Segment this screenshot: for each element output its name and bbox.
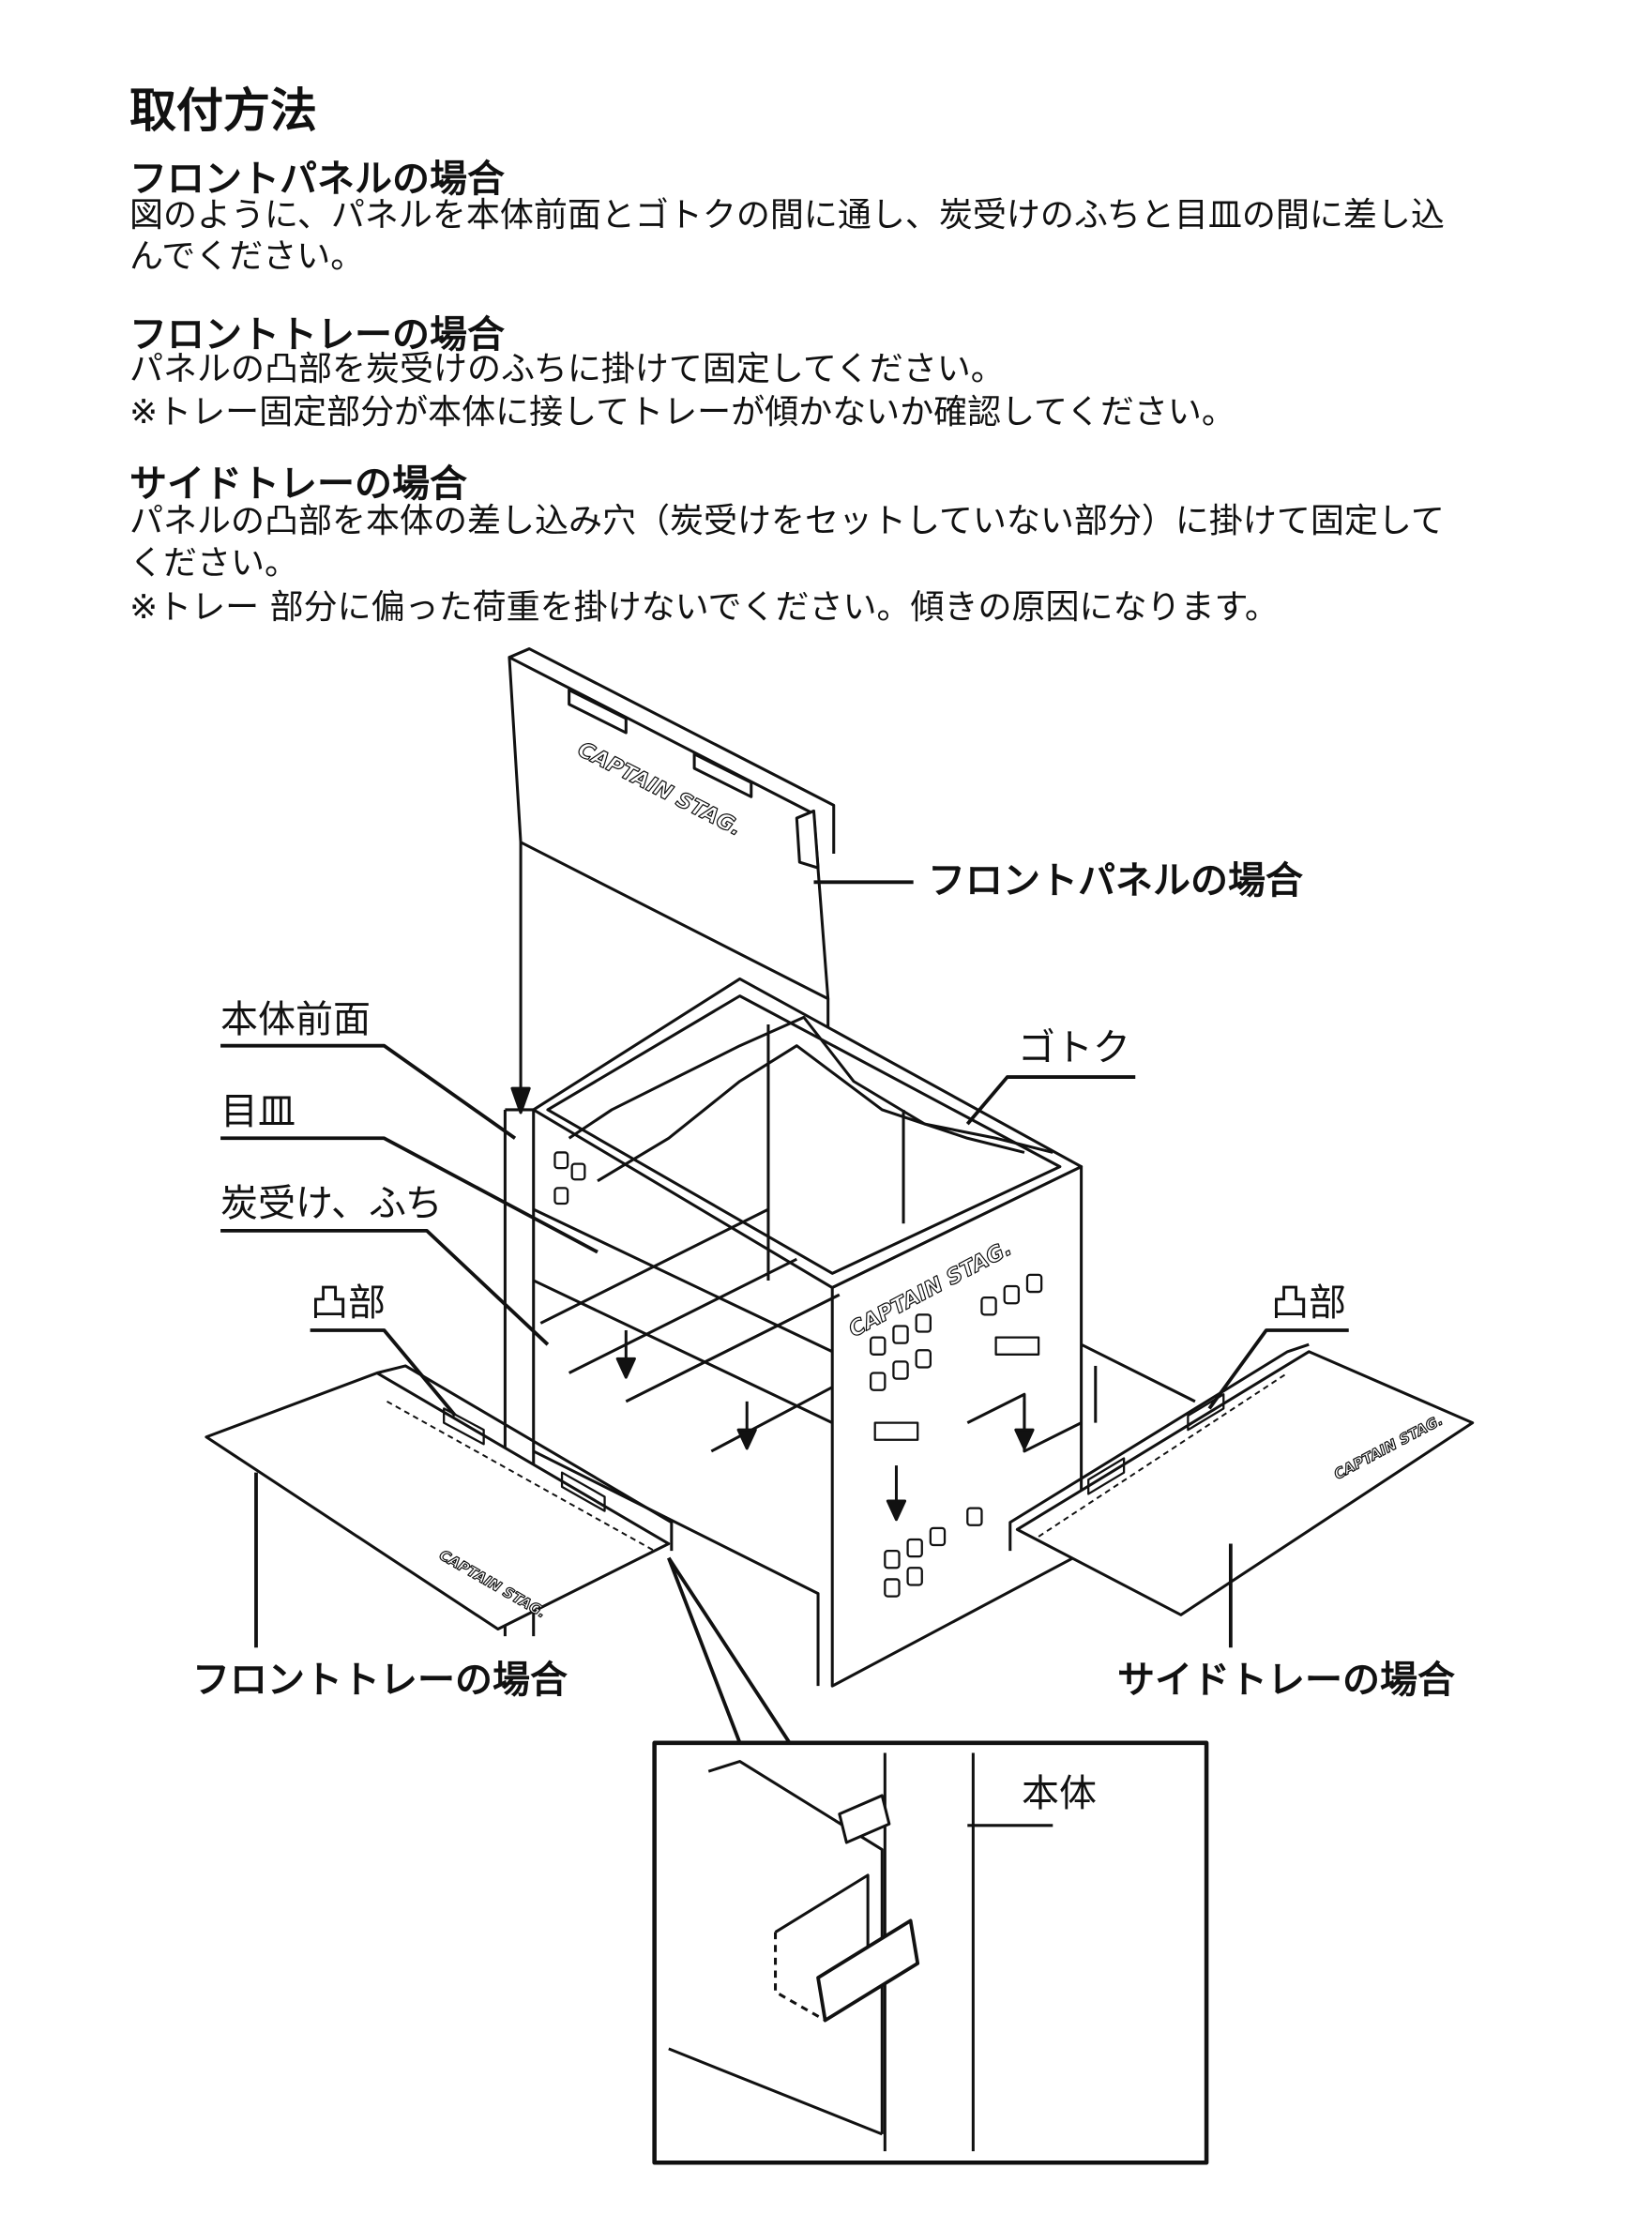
label-body-front: 本体前面 [220, 998, 371, 1041]
label-grate: 目皿 [220, 1090, 296, 1133]
page-title: 取付方法 [129, 83, 317, 138]
stove-body-drawing: CAPTAIN STAG. [503, 977, 1196, 1688]
front-tray-drawing: CAPTAIN STAG. [205, 1364, 674, 1631]
label-gotoku: ゴトク [1018, 1026, 1130, 1069]
section-heading-front-tray: フロントトレーの場合 [129, 313, 505, 356]
label-front-tray: フロントトレーの場合 [192, 1659, 568, 1702]
label-front-panel: フロントパネルの場合 [928, 859, 1303, 902]
section-text: パネルの凸部を本体の差し込み穴（炭受けをセットしていない部分）に掛けて固定して [129, 502, 1445, 540]
section-text: 図のように、パネルを本体前面とゴトクの間に通し、炭受けのふちと目皿の間に差し込 [129, 196, 1445, 235]
section-text: ※トレー固定部分が本体に接してトレーが傾かないか確認してください。 [129, 393, 1235, 432]
section-heading-side-tray: サイドトレーの場合 [129, 462, 467, 506]
label-side-tray: サイドトレーの場合 [1117, 1659, 1455, 1702]
inset-detail-drawing [652, 1556, 1209, 2165]
section-text: ください。 [129, 544, 299, 583]
label-tab-left: 凸部 [311, 1281, 386, 1325]
front-panel-drawing: CAPTAIN STAG. [508, 647, 836, 1001]
section-heading-front-panel: フロントパネルの場合 [129, 158, 505, 201]
label-tab-right: 凸部 [1271, 1281, 1346, 1325]
section-text: んでください。 [129, 237, 365, 276]
label-charcoal-rim: 炭受け、ふち [220, 1182, 443, 1225]
section-text: パネルの凸部を炭受けのふちに掛けて固定してください。 [129, 350, 1005, 388]
section-text: ※トレー 部分に偏った荷重を掛けないでください。傾きの原因になります。 [129, 588, 1279, 627]
label-inset-body: 本体 [1022, 1772, 1097, 1815]
